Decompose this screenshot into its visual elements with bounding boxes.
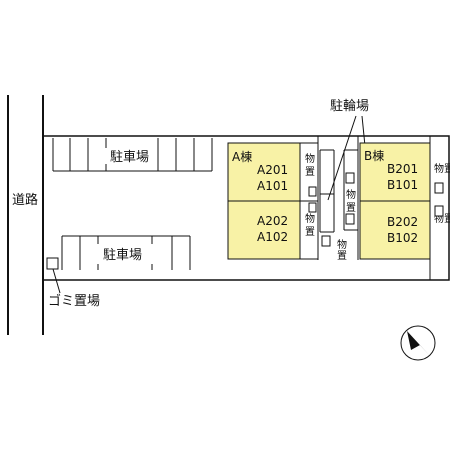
garbage-label: ゴミ置場 [48, 293, 100, 309]
parking-top [52, 138, 213, 172]
building-b-lower [359, 200, 431, 260]
storage-bottom-label-2: 置 [337, 250, 347, 262]
storage-a-lower-label-1: 物 [305, 212, 315, 225]
garbage-leader [52, 268, 61, 294]
storage-bottom-label-1: 物 [337, 238, 347, 251]
storage-a-upper-label-2: 置 [305, 166, 315, 178]
storage-box [308, 202, 317, 213]
building-b-upper [359, 142, 431, 202]
unit-b201: B201 [387, 162, 418, 176]
parking-bottom [61, 235, 191, 270]
building-a-lower [227, 200, 301, 260]
road-label: 道路 [12, 192, 38, 208]
garbage-area [46, 257, 59, 270]
unit-b101: B101 [387, 178, 418, 192]
building-a: A棟 A201 A101 A202 A102 [227, 142, 301, 260]
parking-top-label: 駐車場 [110, 150, 149, 165]
storage-box [321, 235, 331, 247]
storage-center-label-2: 置 [346, 202, 356, 214]
storage-box [434, 182, 444, 194]
storage-box [345, 213, 355, 225]
bicycle-parking-label: 駐輪場 [330, 98, 369, 114]
unit-a202: A202 [257, 214, 288, 228]
storage-b-upper-label: 物置 [434, 162, 450, 175]
bicycle-leader-1 [327, 115, 357, 201]
lot-boundary [42, 135, 450, 281]
building-b-name: B棟 [364, 148, 384, 163]
unit-a201: A201 [257, 163, 288, 177]
unit-a102: A102 [257, 230, 288, 244]
storage-box [345, 172, 355, 184]
building-a-upper [227, 142, 301, 202]
storage-box [308, 186, 317, 197]
parking-bottom-label: 駐車場 [103, 248, 142, 263]
unit-a101: A101 [257, 179, 288, 193]
unit-b202: B202 [387, 215, 418, 229]
building-b: B棟 B201 B101 B202 B102 [359, 142, 431, 260]
north-arrow-icon [400, 325, 436, 361]
unit-b102: B102 [387, 231, 418, 245]
storage-box [434, 205, 444, 217]
storage-a-lower-label-2: 置 [305, 226, 315, 238]
storage-a-upper-label-1: 物 [305, 152, 315, 165]
building-a-name: A棟 [232, 149, 252, 164]
bicycle-parking [317, 136, 359, 260]
storage-center-label-1: 物 [346, 188, 356, 201]
